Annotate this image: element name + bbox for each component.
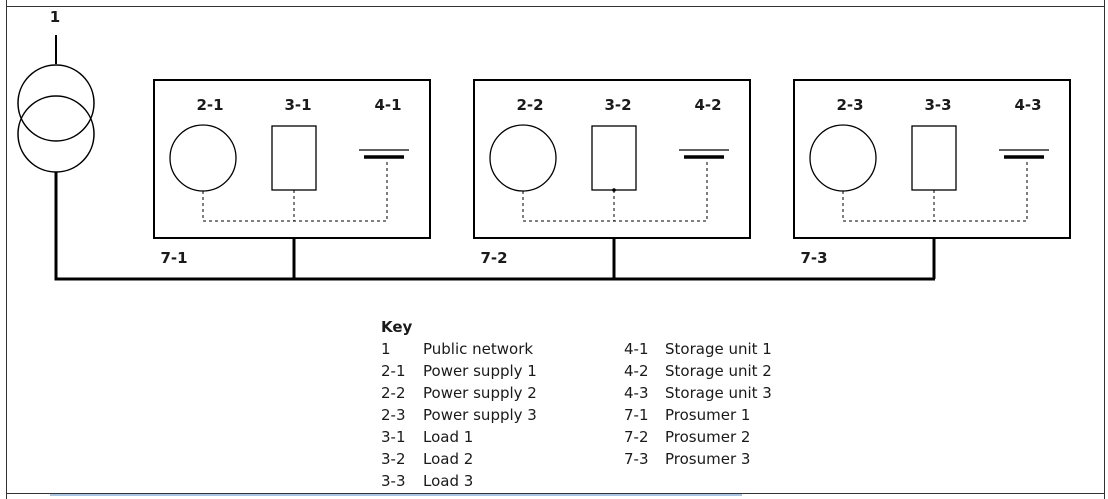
storage-label: 4-1 xyxy=(374,96,401,114)
transformer-coil-lower xyxy=(17,95,95,173)
prosumer-label: 7-1 xyxy=(160,249,187,267)
load-symbol xyxy=(591,125,637,191)
internal-dashed-link xyxy=(842,159,1028,222)
key-text: Storage unit 3 xyxy=(665,384,772,402)
internal-dashed-link xyxy=(522,159,708,222)
key-text: Power supply 2 xyxy=(423,384,537,402)
key-text: Power supply 1 xyxy=(423,362,537,380)
prosumer-unit: 2-3 3-3 4-3 7-3 xyxy=(793,79,1071,279)
key-text: Load 1 xyxy=(423,428,473,446)
key-code: 4-1 xyxy=(624,340,649,358)
key-code: 1 xyxy=(381,340,391,358)
key-code: 4-3 xyxy=(624,384,649,402)
key-title: Key xyxy=(381,318,413,336)
prosumer-unit: 2-2 3-2 4-2 7-2 xyxy=(473,79,751,279)
load-label: 3-1 xyxy=(284,96,311,114)
key-text: Load 3 xyxy=(423,472,473,490)
load-symbol xyxy=(271,125,317,191)
key-text: Prosumer 2 xyxy=(665,428,750,446)
key-text: Public network xyxy=(423,340,533,358)
key-code: 3-2 xyxy=(381,450,406,468)
power-supply-symbol xyxy=(489,124,557,192)
power-supply-symbol xyxy=(169,124,237,192)
key-code: 7-2 xyxy=(624,428,649,446)
junction-dot xyxy=(612,188,616,192)
power-supply-symbol xyxy=(809,124,877,192)
storage-label: 4-2 xyxy=(694,96,721,114)
key-code: 3-3 xyxy=(381,472,406,490)
key-text: Prosumer 3 xyxy=(665,450,750,468)
public-network-transformer: 1 xyxy=(17,8,95,173)
storage-label: 4-3 xyxy=(1014,96,1041,114)
prosumer-label: 7-2 xyxy=(480,249,507,267)
key-code: 4-2 xyxy=(624,362,649,380)
load-label: 3-3 xyxy=(924,96,951,114)
key-code: 3-1 xyxy=(381,428,406,446)
source-label: 1 xyxy=(50,8,60,26)
key-code: 7-1 xyxy=(624,406,649,424)
prosumer-label: 7-3 xyxy=(800,249,827,267)
key-text: Power supply 3 xyxy=(423,406,537,424)
key-text: Prosumer 1 xyxy=(665,406,750,424)
transformer-coil-upper xyxy=(17,64,95,142)
key-code: 2-1 xyxy=(381,362,406,380)
prosumer-box xyxy=(473,79,751,239)
key-text: Storage unit 1 xyxy=(665,340,772,358)
key-text: Load 2 xyxy=(423,450,473,468)
supply-label: 2-1 xyxy=(196,96,223,114)
key-code: 2-2 xyxy=(381,384,406,402)
main-bus-line xyxy=(54,172,935,281)
prosumer-box xyxy=(153,79,431,239)
supply-label: 2-3 xyxy=(836,96,863,114)
key-code: 2-3 xyxy=(381,406,406,424)
key-text: Storage unit 2 xyxy=(665,362,772,380)
load-label: 3-2 xyxy=(604,96,631,114)
key-legend: Key 1 Public network 2-1 Power supply 1 … xyxy=(381,318,772,490)
prosumer-unit: 2-1 3-1 4-1 7-1 xyxy=(153,79,431,279)
load-symbol xyxy=(911,125,957,191)
key-code: 7-3 xyxy=(624,450,649,468)
internal-dashed-link xyxy=(202,159,388,222)
prosumer-box xyxy=(793,79,1071,239)
supply-label: 2-2 xyxy=(516,96,543,114)
